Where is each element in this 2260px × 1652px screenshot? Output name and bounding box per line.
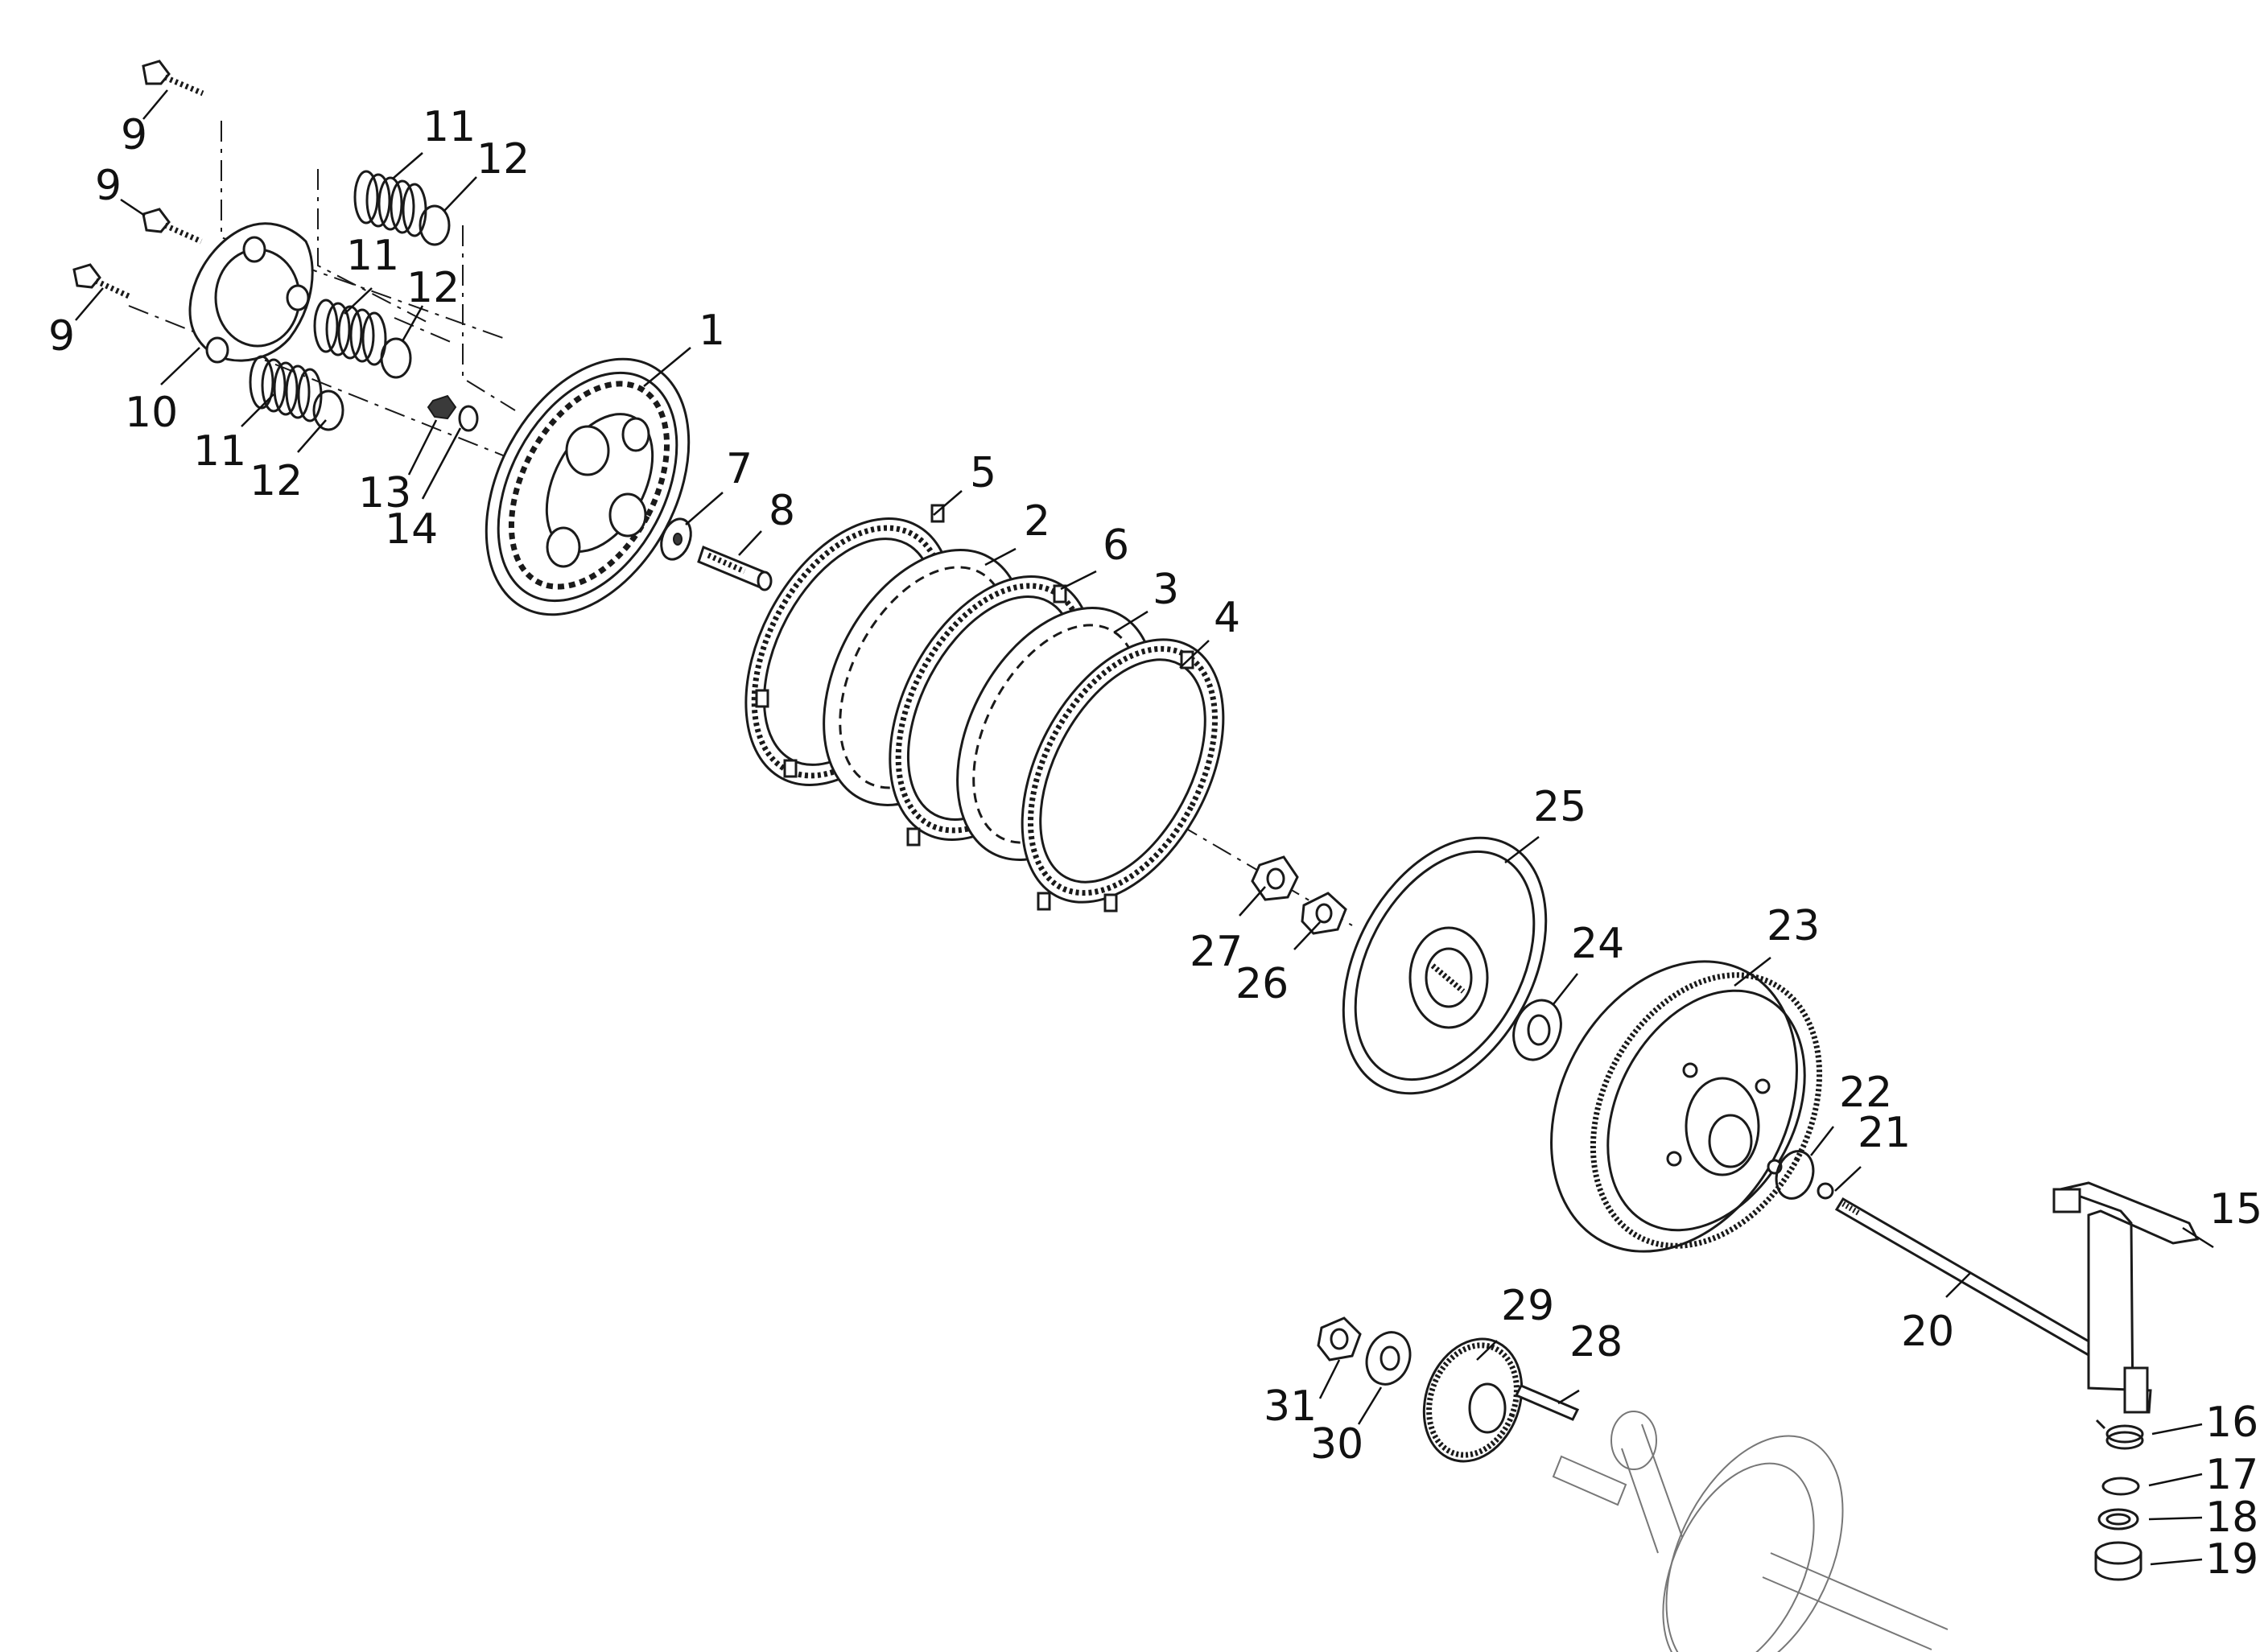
callout-3: 3: [1153, 566, 1179, 614]
release-lever-part-15: [2052, 1181, 2200, 1414]
callout-leader-lines: [75, 89, 2214, 1566]
callout-22: 22: [1839, 1069, 1892, 1117]
callout-20: 20: [1901, 1308, 1954, 1356]
bushing-part-19: [2094, 1541, 2142, 1581]
callout-11-middle: 11: [346, 232, 399, 280]
callout-7: 7: [726, 445, 753, 493]
friction-plate-part-4: [1021, 638, 1225, 913]
callout-11-top: 11: [423, 103, 476, 151]
callout-12-middle: 12: [406, 264, 460, 312]
clutch-cover-part-1: [485, 357, 691, 616]
callout-30: 30: [1310, 1420, 1363, 1469]
oring-part-22: [1775, 1150, 1815, 1200]
bolt-part-9-middle: [142, 208, 203, 245]
crankshaft: [1552, 1411, 1949, 1652]
spring-part-11-bottom: [249, 355, 323, 422]
pressure-plate-part-10: [188, 222, 314, 364]
callout-9-top: 9: [121, 111, 147, 159]
push-rod-part-8: [697, 546, 773, 591]
callout-31: 31: [1264, 1382, 1317, 1431]
callout-15: 15: [2209, 1185, 2260, 1234]
callout-5: 5: [970, 449, 996, 497]
callout-2: 2: [1024, 497, 1050, 546]
clip-part-17: [2101, 1477, 2140, 1496]
washer-part-12: [312, 204, 451, 431]
callout-10: 10: [125, 389, 178, 437]
callout-26: 26: [1235, 960, 1289, 1008]
callout-1: 1: [699, 307, 725, 355]
callout-12-bottom: 12: [250, 457, 303, 505]
callout-21: 21: [1858, 1109, 1911, 1157]
callout-8: 8: [769, 487, 795, 535]
lock-washer-part-26: [1301, 892, 1347, 935]
callout-14: 14: [385, 505, 438, 554]
nut-part-13: [427, 394, 457, 420]
push-rod-part-20: [1834, 1197, 2123, 1373]
callout-4: 4: [1214, 594, 1240, 642]
clutch-hub-part-25: [1342, 836, 1548, 1095]
callout-9-bottom: 9: [48, 312, 75, 360]
washer-part-30: [1365, 1331, 1412, 1386]
spring-part-16: [2095, 1419, 2144, 1450]
thrust-washer-part-24: [1512, 999, 1562, 1061]
bolt-part-9-top: [142, 60, 204, 97]
callout-19: 19: [2205, 1535, 2258, 1584]
callout-16: 16: [2205, 1399, 2258, 1447]
callout-6: 6: [1103, 521, 1129, 570]
washer-part-7: [660, 517, 692, 561]
callout-11-bottom: 11: [193, 427, 246, 476]
washer-part-14: [458, 405, 479, 432]
callout-labels: 9 9 9 10 11 11 11 12 12 12 13 14 1 7 8 5…: [48, 103, 2260, 1584]
callout-28: 28: [1569, 1318, 1623, 1366]
callout-9-middle: 9: [95, 162, 122, 210]
callout-27: 27: [1190, 928, 1243, 976]
callout-23: 23: [1767, 902, 1820, 950]
primary-gear-part-29: [1422, 1337, 1524, 1463]
clutch-housing-part-23: [1550, 960, 1823, 1253]
callout-18: 18: [2205, 1493, 2258, 1542]
spring-part-11-top: [353, 170, 427, 237]
nut-part-31: [1317, 1316, 1362, 1362]
spring-part-11-middle: [313, 299, 387, 366]
key-part-28: [1514, 1384, 1580, 1421]
callout-29: 29: [1501, 1282, 1554, 1330]
assembly-axis-lines: [128, 121, 1417, 966]
ball-part-21: [1817, 1182, 1834, 1200]
callout-17: 17: [2205, 1451, 2258, 1499]
bolt-part-9-bottom: [72, 263, 132, 300]
callout-25: 25: [1533, 783, 1586, 831]
callout-13: 13: [358, 469, 411, 517]
callout-24: 24: [1571, 920, 1624, 968]
callout-12-top: 12: [476, 135, 530, 183]
seal-part-18: [2097, 1508, 2139, 1530]
